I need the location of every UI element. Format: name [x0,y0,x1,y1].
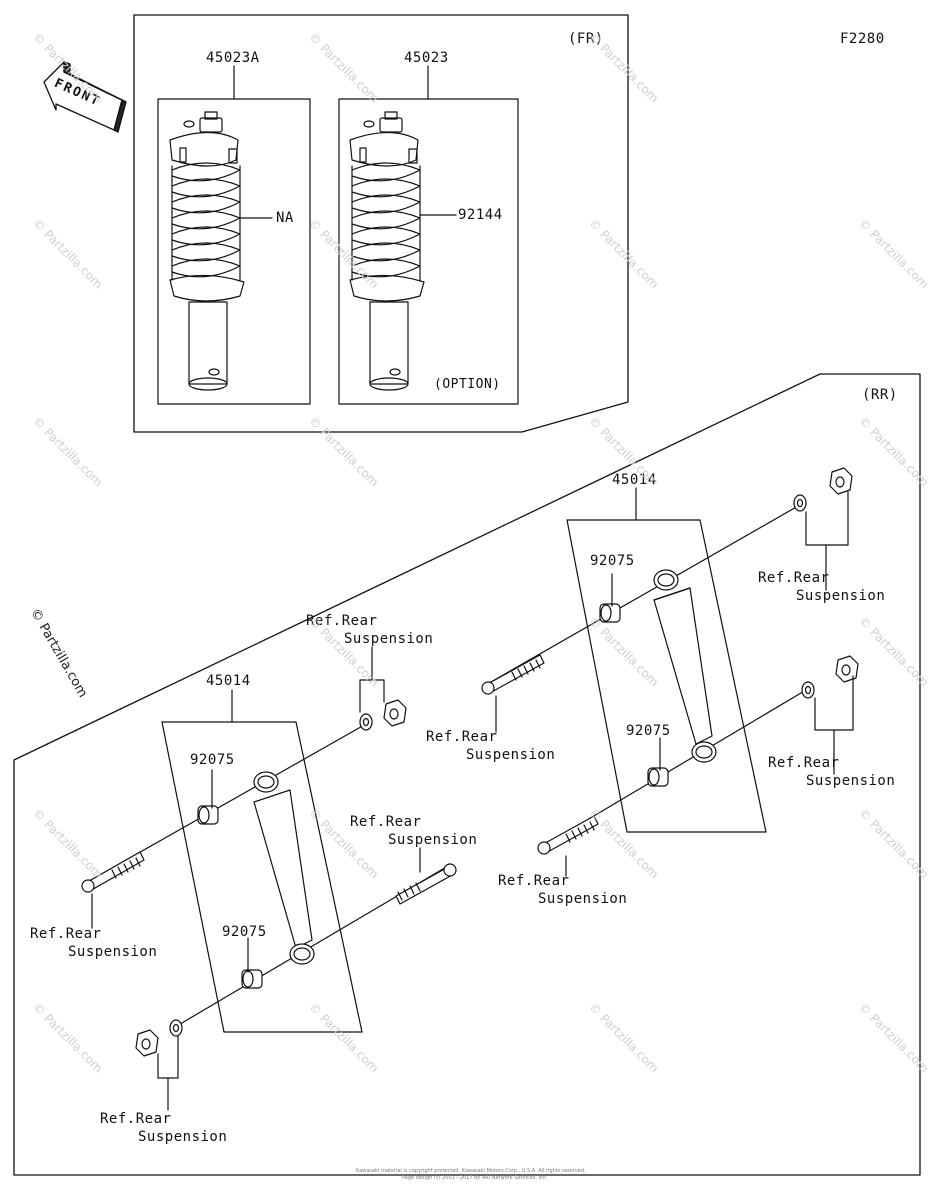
part-45023a-label[interactable]: 45023A [206,50,260,66]
std-shock-box [157,98,311,405]
ref-rear-4-line1: Ref.Rear [498,873,570,889]
part-45014-left-label[interactable]: 45014 [206,673,251,689]
ref-rear-2-line1: Ref.Rear [768,755,840,771]
rear-right-group [566,519,767,833]
footer-copyright-1: Kawasaki material is copyright protected… [356,1168,586,1174]
option-shock-box [338,98,519,405]
rear-left-group [161,721,363,1033]
rear-section-label: (RR) [862,387,898,403]
rear-shock-right [481,467,859,855]
ref-rear-5-line1: Ref.Rear [306,613,378,629]
ref-rear-3-line2: Suspension [466,747,556,763]
ref-rear-1-line1: Ref.Rear [758,570,830,586]
front-arrow-icon [43,61,127,133]
ref-rear-4-line2: Suspension [538,891,628,907]
diagram-code: F2280 [840,31,885,47]
front-shock-option [349,111,425,391]
option-label: (OPTION) [434,377,501,392]
ref-rear-6-line1: Ref.Rear [350,814,422,830]
ref-rear-1-line2: Suspension [796,588,886,604]
part-45023-label[interactable]: 45023 [404,50,449,66]
front-section-label: (FR) [568,31,604,47]
ref-rear-6-line2: Suspension [388,832,478,848]
ref-rear-3-line1: Ref.Rear [426,729,498,745]
part-45014-right-label[interactable]: 45014 [612,472,657,488]
rear-shock-left [81,699,457,1057]
ref-rear-7-line1: Ref.Rear [30,926,102,942]
part-92075-left-lower-label[interactable]: 92075 [222,924,267,940]
ref-rear-2-line2: Suspension [806,773,896,789]
ref-rear-5-line2: Suspension [344,631,434,647]
part-92075-right-upper-label[interactable]: 92075 [590,553,635,569]
part-92144-label[interactable]: 92144 [458,207,503,223]
rear-section-frame [13,373,921,1176]
front-shock-standard [169,111,245,391]
ref-rear-8-line2: Suspension [138,1129,228,1145]
part-92075-left-upper-label[interactable]: 92075 [190,752,235,768]
part-92075-right-lower-label[interactable]: 92075 [626,723,671,739]
front-section-frame [133,14,629,433]
part-na-label: NA [276,210,294,226]
ref-rear-7-line2: Suspension [68,944,158,960]
footer-copyright-2: Page design (c) 2001 - 2017 by ARI Netwo… [402,1175,548,1181]
ref-rear-8-line1: Ref.Rear [100,1111,172,1127]
